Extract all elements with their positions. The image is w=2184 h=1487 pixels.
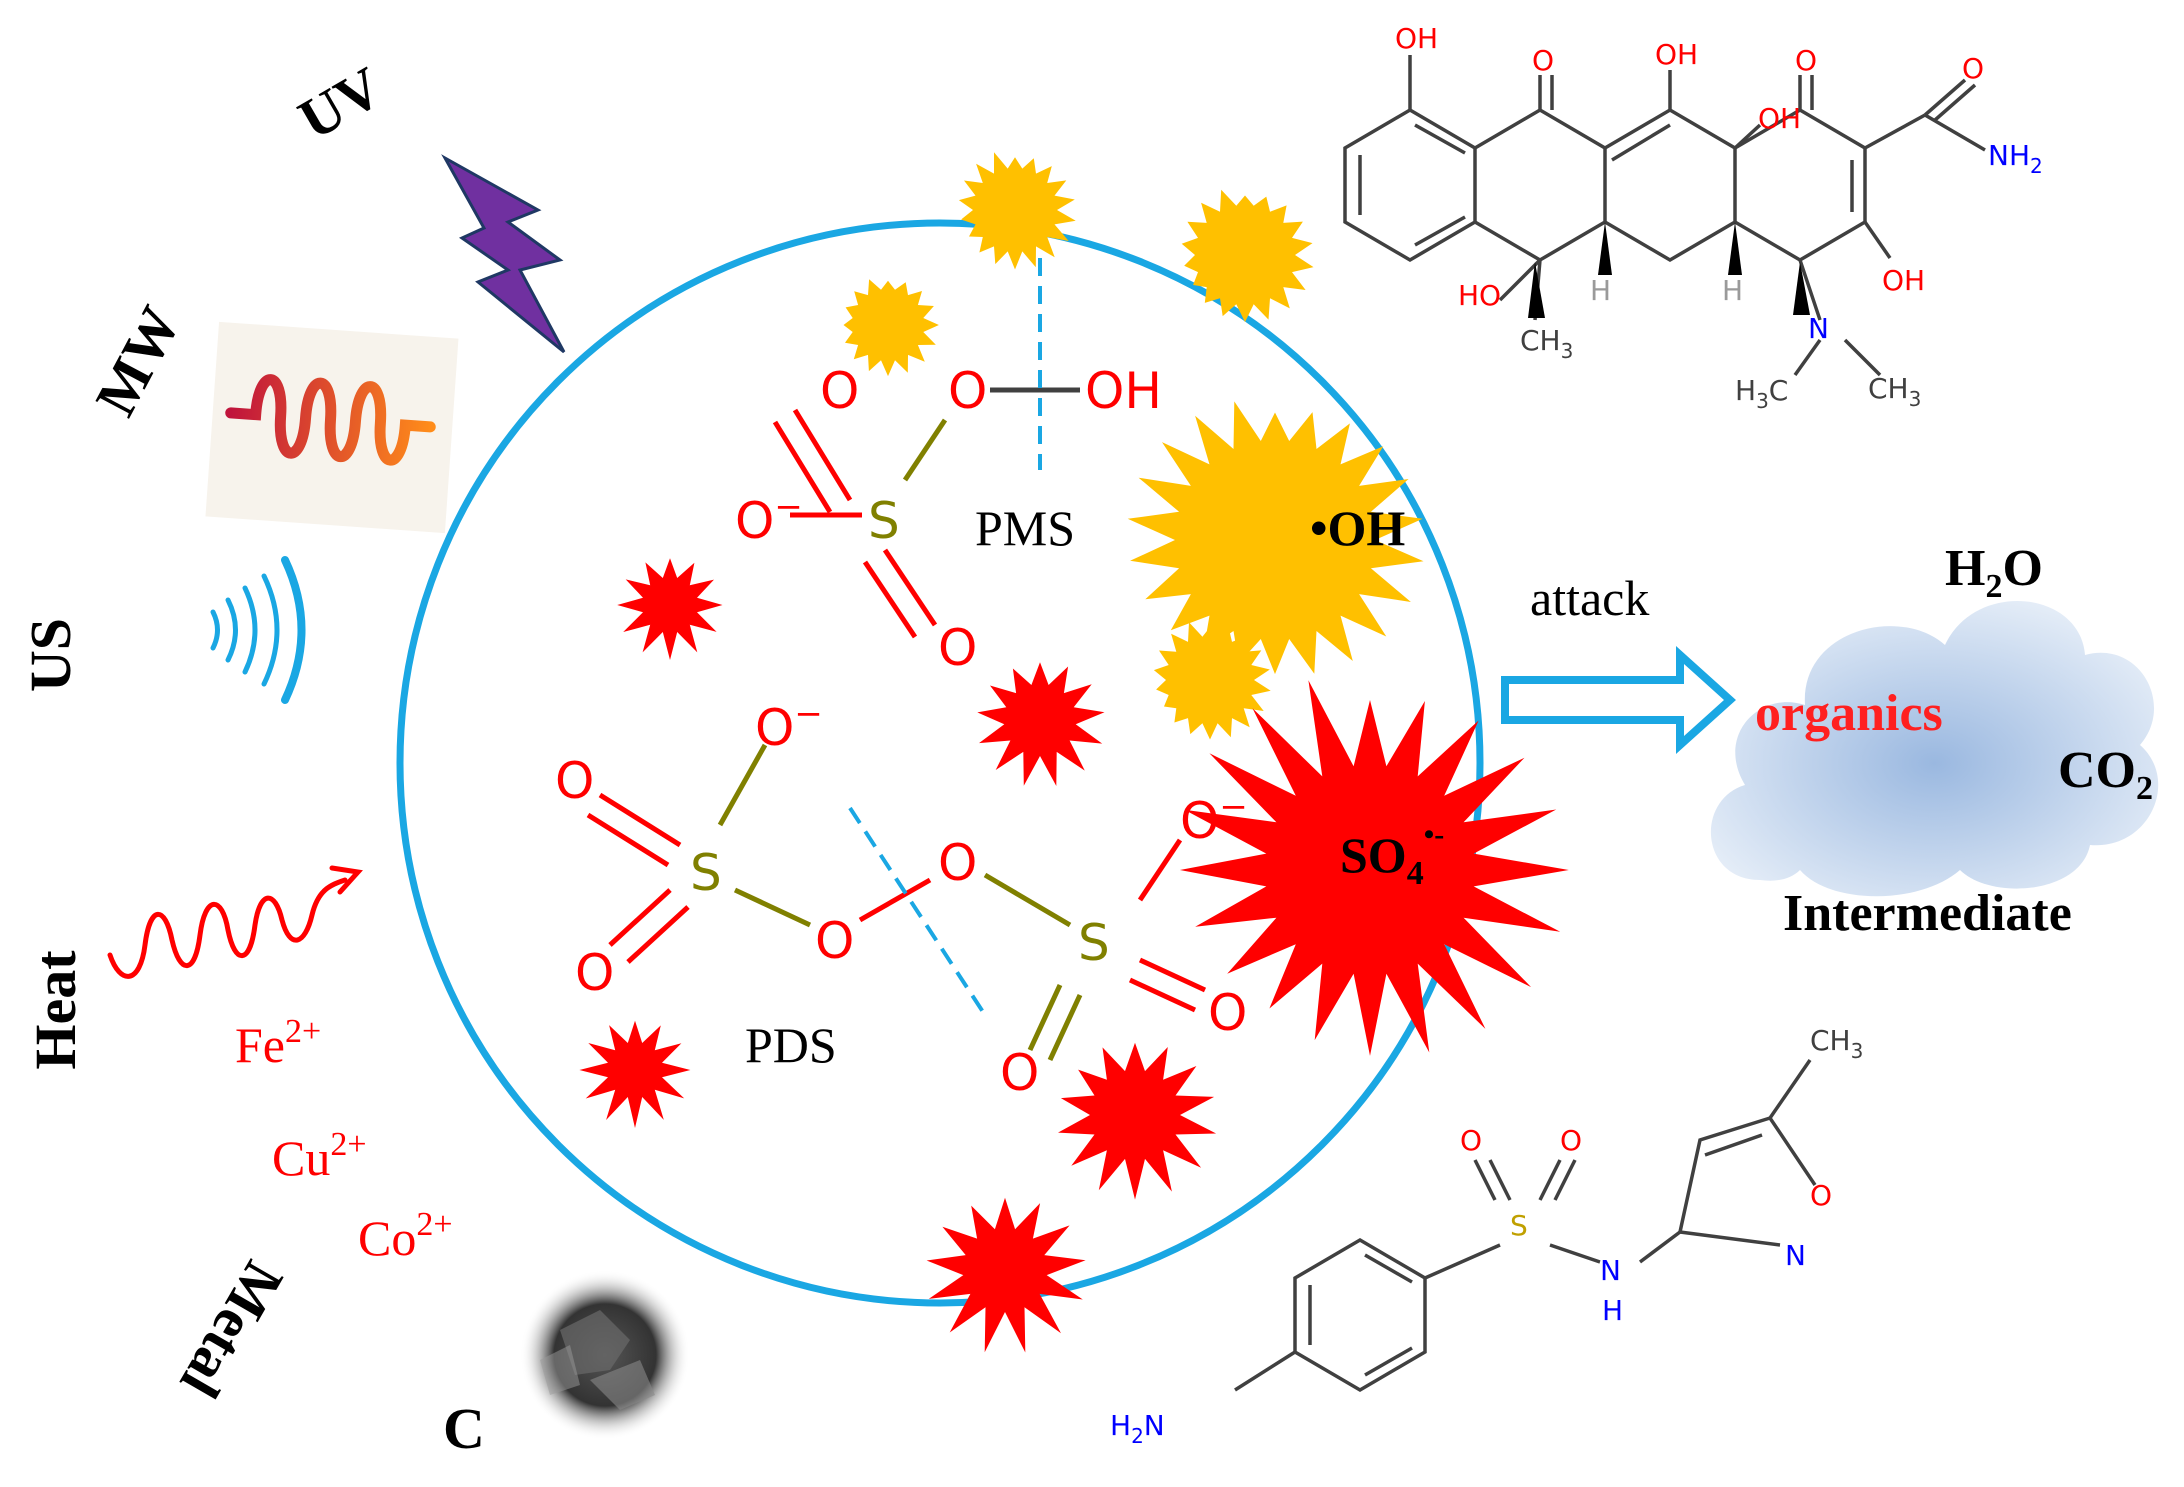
- attack-arrow: [1501, 646, 1736, 754]
- us-label: US: [18, 618, 83, 692]
- tc-n: N: [1808, 312, 1829, 345]
- smx-ch3: CH3: [1810, 1024, 1863, 1063]
- smx-s: S: [1510, 1209, 1528, 1242]
- uv-lightning-icon: [441, 154, 566, 354]
- pds-o-left-top: O: [555, 752, 594, 810]
- pds-o-right-bottom: O: [1000, 1044, 1039, 1102]
- pms-s: S: [868, 492, 900, 550]
- tetracycline-structure: [1343, 55, 1986, 377]
- heat-wave-icon: [107, 865, 363, 979]
- pds-o-minus-right: O−: [1180, 787, 1248, 850]
- yellow-burst-right: [1181, 189, 1314, 323]
- oh-burst-large: [1127, 401, 1424, 675]
- red-burst-lower-right: [1058, 1042, 1217, 1200]
- tc-oh-3: OH: [1758, 102, 1801, 135]
- tc-ch3: CH3: [1520, 324, 1573, 363]
- pms-o-minus: O−: [735, 487, 803, 550]
- smx-o-left: O: [1460, 1124, 1482, 1157]
- svg-text:Co2+: Co2+: [358, 1206, 453, 1266]
- intermediate-label: Intermediate: [1783, 885, 2072, 942]
- heat-label: Heat: [23, 950, 88, 1070]
- pms-label: PMS: [975, 500, 1075, 556]
- pms-o-bridge: O: [948, 362, 987, 420]
- organics-cloud: organics: [1710, 600, 2159, 897]
- reaction-circle: [396, 219, 1484, 1307]
- yellow-burst-mid: [1153, 622, 1271, 740]
- tc-h-2: H: [1722, 274, 1743, 307]
- tc-o-1: O: [1532, 44, 1554, 77]
- uv-label: UV: [288, 54, 393, 152]
- organics-label: organics: [1755, 685, 1943, 742]
- tc-oh-top: OH: [1395, 22, 1438, 55]
- tc-oh-4: OH: [1882, 264, 1925, 297]
- tc-o-3: O: [1962, 52, 1984, 85]
- smx-nh-n: N: [1600, 1254, 1621, 1287]
- so4-burst-large: [1179, 680, 1569, 1056]
- pds-s-left: S: [690, 844, 722, 902]
- yellow-burst-left: [843, 279, 939, 377]
- pds-o-minus-left: O−: [755, 694, 823, 757]
- pms-oh: OH: [1085, 362, 1162, 420]
- attack-label: attack: [1530, 570, 1649, 626]
- carbon-label: C: [443, 1396, 485, 1461]
- oh-radical-label: •OH: [1310, 500, 1405, 556]
- ultrasound-waves-icon: [210, 556, 306, 704]
- smx-o-right: O: [1560, 1124, 1582, 1157]
- carbon-material-image: [520, 1270, 690, 1440]
- tc-h-1: H: [1590, 274, 1611, 307]
- svg-text:Fe2+: Fe2+: [235, 1013, 321, 1073]
- pds-o-bridge-a: O: [815, 912, 854, 970]
- yellow-burst-top: [958, 152, 1076, 270]
- tc-oh-2: OH: [1655, 38, 1698, 71]
- pms-o-top: O: [820, 362, 859, 420]
- smx-ring-n: N: [1785, 1239, 1806, 1272]
- red-burst-bottom: [926, 1197, 1086, 1353]
- tc-ho: HO: [1458, 279, 1501, 312]
- pms-o-bottom: O: [938, 619, 977, 677]
- mw-label: MW: [83, 296, 193, 426]
- microwave-icon: [205, 321, 459, 534]
- pds-molecule: O− O S O O O O− S O O PDS: [555, 694, 1248, 1102]
- fe-ion-label: Fe2+: [235, 1013, 321, 1073]
- pds-o-left-bottom: O: [575, 944, 614, 1002]
- h2o-label: H2O: [1945, 540, 2043, 605]
- tc-nh2: NH2: [1988, 139, 2043, 178]
- tc-h3c: H3C: [1735, 374, 1788, 413]
- red-burst-left: [617, 558, 723, 660]
- sulfamethoxazole-structure: [1234, 1059, 1817, 1393]
- pds-label: PDS: [745, 1017, 837, 1073]
- metal-label: Metal: [168, 1251, 297, 1409]
- pds-o-right: O: [1208, 984, 1247, 1042]
- smx-ring-o: O: [1810, 1179, 1832, 1212]
- svg-text:Cu2+: Cu2+: [272, 1126, 367, 1186]
- cu-ion-label: Cu2+: [272, 1126, 367, 1186]
- pms-molecule: O O OH O− S O PMS: [735, 258, 1162, 677]
- smx-h2n: H2N: [1110, 1409, 1165, 1448]
- red-burst-lower-left: [579, 1020, 691, 1128]
- pds-o-bridge-b: O: [938, 834, 977, 892]
- co2-label: CO2: [2058, 742, 2153, 807]
- tc-o-2: O: [1795, 44, 1817, 77]
- co-ion-label: Co2+: [358, 1206, 453, 1266]
- so4-radical-label: SO4•-: [1340, 818, 1444, 892]
- red-burst-center: [977, 662, 1105, 786]
- pds-s-right: S: [1078, 914, 1110, 972]
- smx-nh-h: H: [1602, 1294, 1623, 1327]
- tc-ch3-2: CH3: [1868, 372, 1921, 411]
